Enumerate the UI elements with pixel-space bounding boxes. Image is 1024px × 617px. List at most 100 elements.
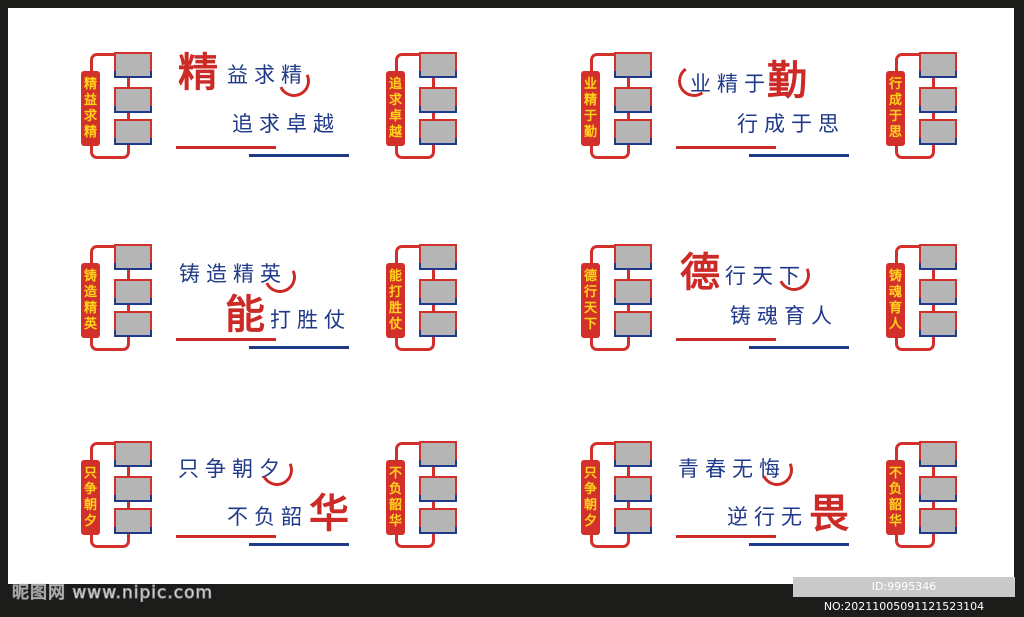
photo-slot-2 [919,476,957,502]
photo-slot-2 [614,279,652,305]
blue-rule [749,154,849,157]
label-char: 负 [388,481,402,497]
label-char: 育 [888,300,902,316]
label-char: 于 [583,108,597,124]
label-char: 夕 [583,513,597,529]
label-char: 思 [888,124,902,140]
left-bracket-widget: 精益求精 [73,45,165,169]
photo-slot-3 [614,311,652,337]
photo-slot-2 [114,279,152,305]
left-bracket-widget: 只争朝夕 [573,434,665,558]
vertical-label: 只争朝夕 [581,460,600,535]
slogan-big-char: 华 [309,490,349,537]
slogan-block: 精益求精追求卓越 [175,45,365,165]
label-char: 下 [583,316,597,332]
label-char: 卓 [388,108,402,124]
photo-slot-1 [419,441,457,467]
red-rule [676,146,776,149]
blue-rule [249,154,349,157]
slogan-line-2: 打胜仗 [270,308,351,332]
label-char: 不 [888,465,902,481]
slogan-big-char: 勤 [767,57,807,104]
photo-slot-3 [419,508,457,534]
label-char: 成 [888,92,902,108]
label-char: 胜 [388,300,402,316]
label-char: 精 [83,300,97,316]
photo-slot-3 [114,508,152,534]
label-char: 德 [583,268,597,284]
left-bracket-widget: 只争朝夕 [73,434,165,558]
blue-rule [249,346,349,349]
photo-slot-2 [419,87,457,113]
photo-slot-1 [919,52,957,78]
vertical-label: 业精于勤 [581,71,600,146]
label-char: 益 [83,92,97,108]
photo-slot-3 [919,311,957,337]
label-char: 负 [888,481,902,497]
label-char: 争 [583,481,597,497]
blue-rule [749,543,849,546]
photo-slot-1 [919,441,957,467]
label-char: 争 [83,481,97,497]
right-bracket-widget: 能打胜仗 [378,237,470,361]
label-char: 求 [388,92,402,108]
slogan-line-1: 益求精 [227,63,308,87]
slogan-big-char: 德 [680,249,720,296]
photo-slot-1 [114,441,152,467]
vertical-label: 铸魂育人 [886,263,905,338]
slogan-line-2: 追求卓越 [232,112,340,136]
slogan-line-2: 不负韶 [227,505,308,529]
photo-slot-2 [614,87,652,113]
slogan-big-char: 能 [225,291,265,338]
slogan-block: 只争朝夕不负韶华 [175,434,365,554]
right-bracket-widget: 行成于思 [878,45,970,169]
label-char: 天 [583,300,597,316]
vertical-label: 德行天下 [581,263,600,338]
slogan-line-1: 行天下 [725,264,806,288]
photo-slot-1 [419,52,457,78]
left-bracket-widget: 德行天下 [573,237,665,361]
red-rule [176,146,276,149]
label-char: 精 [83,76,97,92]
slogan-line-1: 铸造精英 [179,262,287,286]
label-char: 精 [83,124,97,140]
red-rule [676,338,776,341]
photo-slot-3 [114,311,152,337]
vertical-label: 精益求精 [81,71,100,146]
vertical-label: 铸造精英 [81,263,100,338]
right-bracket-widget: 铸魂育人 [878,237,970,361]
slogan-block: 铸造精英能打胜仗 [175,237,365,357]
label-char: 业 [583,76,597,92]
label-char: 铸 [83,268,97,284]
photo-slot-1 [114,244,152,270]
slogan-line-2: 逆行无 [727,505,808,529]
right-bracket-widget: 不负韶华 [878,434,970,558]
label-char: 勤 [583,124,597,140]
photo-slot-3 [114,119,152,145]
slogan-big-char: 畏 [809,490,849,537]
label-char: 于 [888,108,902,124]
photo-slot-1 [614,441,652,467]
label-char: 韶 [888,497,902,513]
slogan-big-char: 精 [178,49,218,96]
photo-slot-2 [419,279,457,305]
label-char: 铸 [888,268,902,284]
label-char: 韶 [388,497,402,513]
photo-slot-2 [114,476,152,502]
vertical-label: 只争朝夕 [81,460,100,535]
blue-rule [249,543,349,546]
label-char: 夕 [83,513,97,529]
vertical-label: 追求卓越 [386,71,405,146]
photo-slot-1 [614,52,652,78]
label-char: 只 [83,465,97,481]
photo-slot-3 [614,508,652,534]
photo-slot-2 [419,476,457,502]
red-rule [676,535,776,538]
photo-slot-2 [919,279,957,305]
vertical-label: 行成于思 [886,71,905,146]
slogan-line-1: 只争朝夕 [178,457,286,481]
label-char: 仗 [388,316,402,332]
label-char: 能 [388,268,402,284]
label-char: 朝 [583,497,597,513]
photo-slot-2 [919,87,957,113]
